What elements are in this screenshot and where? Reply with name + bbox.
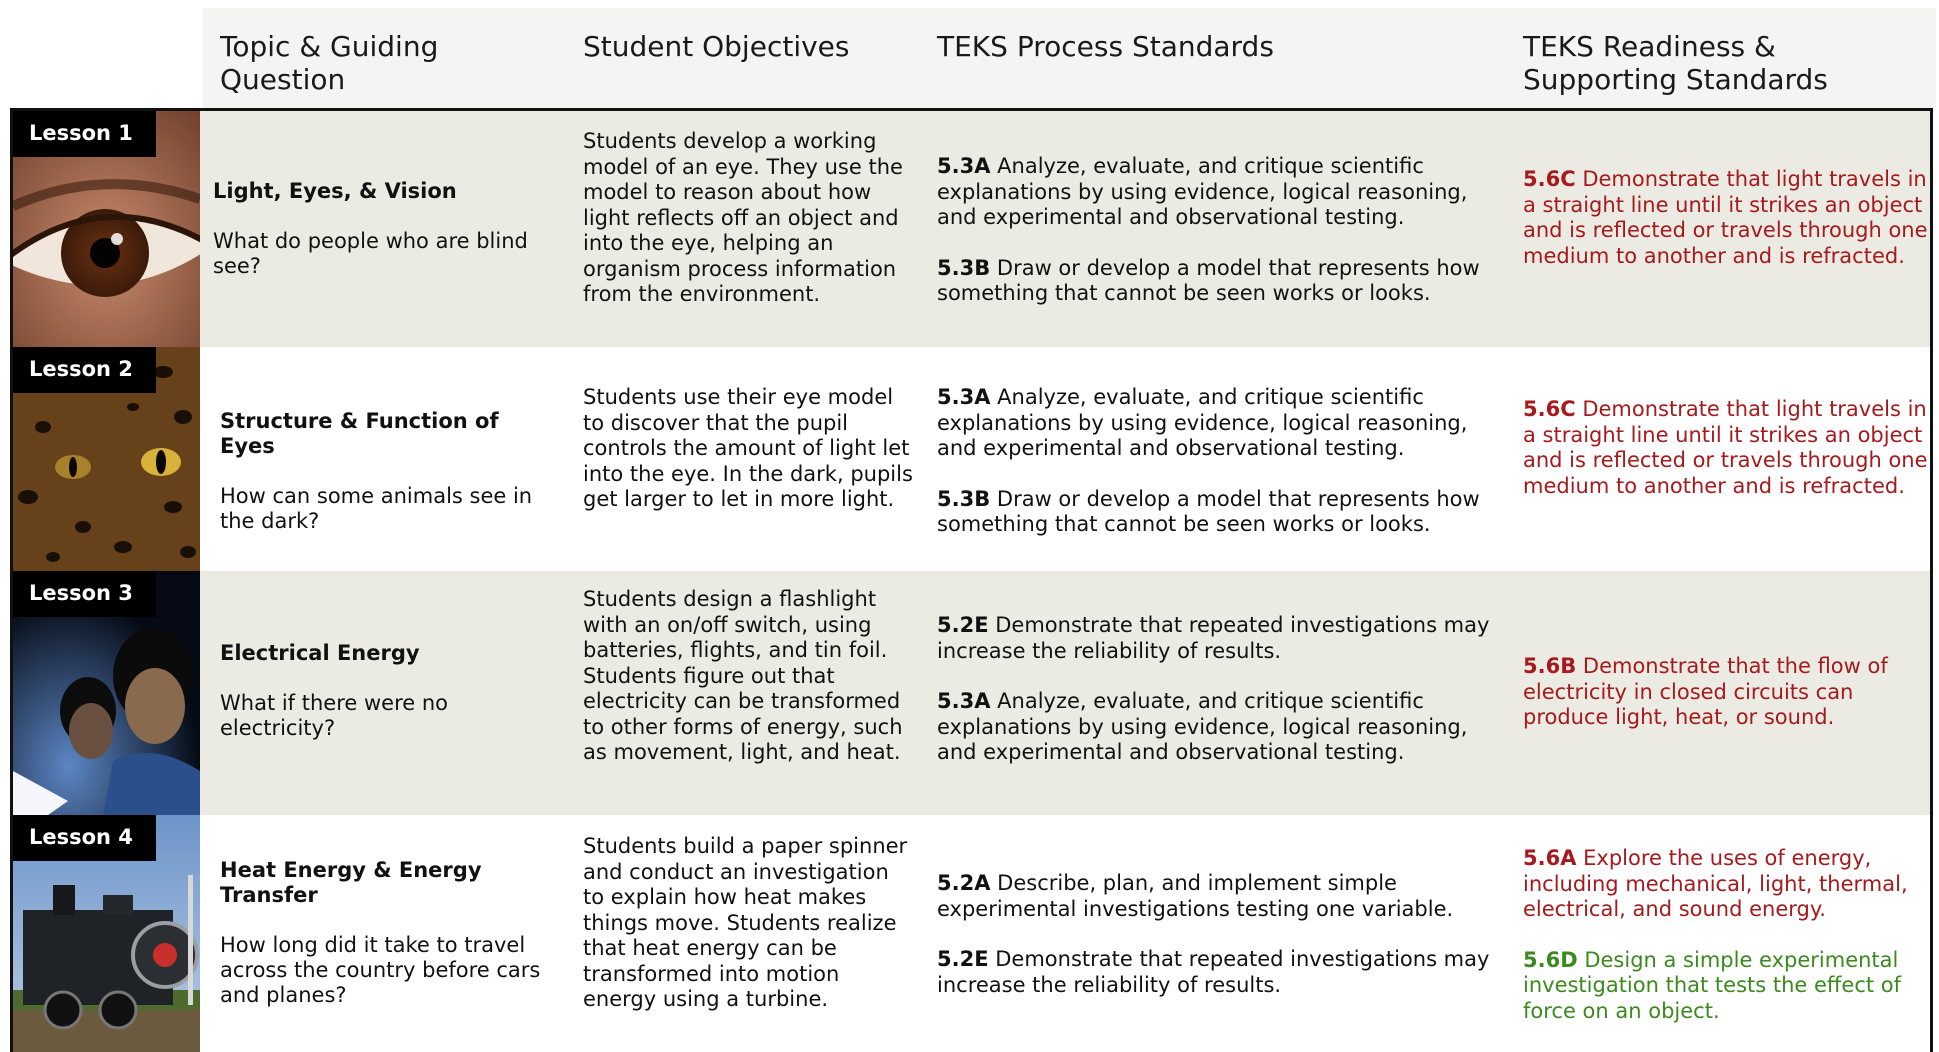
- lesson-row-2: Lesson 2 Structure & Function of Eyes Ho…: [13, 347, 1933, 571]
- lesson-2-title: Structure & Function of Eyes: [220, 409, 499, 458]
- lesson-2-objective: Students use their eye model to discover…: [583, 385, 913, 511]
- process-standard: 5.3B Draw or develop a model that repres…: [937, 486, 1480, 537]
- header-readiness-standards: TEKS Readiness & Supporting Standards: [1523, 30, 1828, 96]
- lesson-3-process: 5.2E Demonstrate that repeated investiga…: [937, 613, 1492, 791]
- lesson-3-title: Electrical Energy: [220, 641, 420, 665]
- process-standard: 5.2A Describe, plan, and implement simpl…: [937, 871, 1454, 921]
- table-frame: [10, 108, 1933, 1052]
- process-standard: 5.3B Draw or develop a model that repres…: [937, 255, 1480, 306]
- lesson-4-title: Heat Energy & Energy Transfer: [220, 858, 482, 907]
- lesson-4-topic: Heat Energy & Energy Transfer How long d…: [220, 858, 560, 1008]
- header-process-standards: TEKS Process Standards: [937, 30, 1274, 63]
- lesson-1-process: 5.3A Analyze, evaluate, and critique sci…: [937, 154, 1492, 332]
- lesson-4-tag: Lesson 4: [13, 815, 156, 861]
- lesson-2-process: 5.3A Analyze, evaluate, and critique sci…: [937, 385, 1492, 563]
- process-standard: 5.2E Demonstrate that repeated investiga…: [937, 613, 1490, 663]
- teks-standard: 5.6C Demonstrate that light travels in a…: [1523, 397, 1928, 498]
- lesson-4-question: How long did it take to travel across th…: [220, 933, 541, 1007]
- teks-standard: 5.6D Design a simple experimental invest…: [1523, 947, 1902, 1023]
- lesson-1-topic: Light, Eyes, & Vision What do people who…: [213, 179, 553, 279]
- lesson-2-question: How can some animals see in the dark?: [220, 484, 533, 533]
- lesson-1-title: Light, Eyes, & Vision: [213, 179, 457, 203]
- header-objectives: Student Objectives: [583, 30, 850, 63]
- lesson-1-question: What do people who are blind see?: [213, 229, 528, 278]
- lesson-1-tag: Lesson 1: [13, 111, 156, 157]
- lesson-2-topic: Structure & Function of Eyes How can som…: [220, 409, 560, 534]
- process-standard: 5.2E Demonstrate that repeated investiga…: [937, 947, 1490, 997]
- lesson-4-process: 5.2A Describe, plan, and implement simpl…: [937, 871, 1492, 1023]
- teks-standard: 5.6A Explore the uses of energy, includi…: [1523, 846, 1908, 921]
- lesson-1-objective: Students develop a working model of an e…: [583, 129, 903, 306]
- lesson-4-image: [13, 815, 200, 1052]
- lesson-row-4: Lesson 4 Heat Energy & Energy Transfer H…: [13, 815, 1933, 1052]
- process-standard: 5.3A Analyze, evaluate, and critique sci…: [937, 689, 1468, 764]
- lesson-3-tag: Lesson 3: [13, 571, 156, 617]
- lesson-row-3: Lesson 3 Electrical Energy What if there…: [13, 571, 1933, 815]
- lesson-2-tag: Lesson 2: [13, 347, 156, 393]
- lesson-3-teks: 5.6B Demonstrate that the flow of electr…: [1523, 654, 1928, 756]
- lesson-1-teks: 5.6C Demonstrate that light travels in a…: [1523, 167, 1928, 294]
- lesson-4-objective: Students build a paper spinner and condu…: [583, 834, 908, 1011]
- lesson-3-topic: Electrical Energy What if there were no …: [220, 641, 560, 741]
- lesson-3-question: What if there were no electricity?: [220, 691, 449, 740]
- lesson-row-1: Lesson 1 Light, Eyes, & Vision What do p…: [13, 111, 1933, 347]
- teks-standard: 5.6C Demonstrate that light travels in a…: [1523, 167, 1928, 268]
- lesson-3-objective: Students design a flashlight with an on/…: [583, 587, 903, 764]
- process-standard: 5.3A Analyze, evaluate, and critique sci…: [937, 154, 1468, 229]
- teks-standard: 5.6B Demonstrate that the flow of electr…: [1523, 654, 1888, 729]
- table-header: Topic & Guiding Question Student Objecti…: [203, 8, 1936, 108]
- lesson-4-teks: 5.6A Explore the uses of energy, includi…: [1523, 846, 1928, 1049]
- process-standard: 5.3A Analyze, evaluate, and critique sci…: [937, 385, 1468, 460]
- header-topic: Topic & Guiding Question: [220, 30, 439, 96]
- lesson-2-teks: 5.6C Demonstrate that light travels in a…: [1523, 397, 1928, 524]
